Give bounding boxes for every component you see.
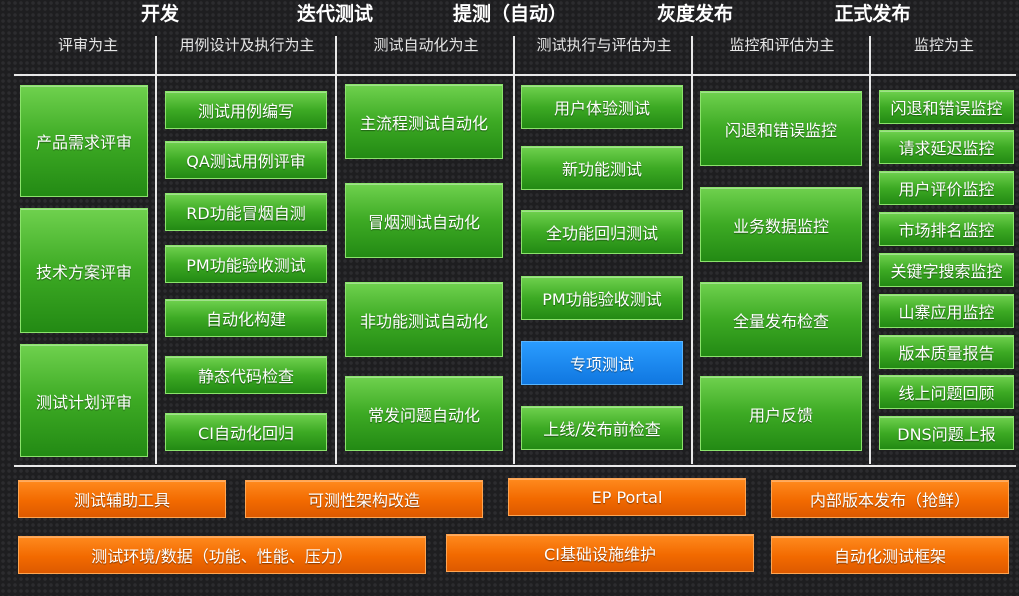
design-auto-build: 自动化构建 [165,299,327,337]
phase-official-release: 正式发布 [834,3,911,25]
focus-automation: 测试自动化为主 [373,36,479,54]
monitor-request-latency: 请求延迟监控 [879,130,1014,164]
eval-user-feedback: 用户反馈 [700,376,862,451]
review-test-plan: 测试计划评审 [20,344,148,457]
automation-non-functional: 非功能测试自动化 [345,282,503,357]
exec-special-test: 专项测试 [521,341,683,385]
infra-ci-maintenance: CI基础设施维护 [446,534,754,572]
design-static-code-check: 静态代码检查 [165,356,327,394]
monitor-version-quality-report: 版本质量报告 [879,335,1014,369]
monitor-crash-error: 闪退和错误监控 [879,90,1014,124]
column-divider [869,36,871,464]
design-test-case-writing: 测试用例编写 [165,91,327,129]
review-product-requirements: 产品需求评审 [20,85,148,197]
focus-eval: 监控和评估为主 [729,36,835,54]
infra-internal-release: 内部版本发布（抢鲜） [771,480,1009,518]
infra-automation-framework: 自动化测试框架 [771,536,1009,574]
monitor-user-rating: 用户评价监控 [879,171,1014,205]
monitor-dns-report: DNS问题上报 [879,416,1014,450]
phase-gray-release: 灰度发布 [656,3,733,25]
column-divider [691,36,693,464]
design-rd-smoke-selftest: RD功能冒烟自测 [165,193,327,231]
review-tech-plan: 技术方案评审 [20,208,148,333]
design-qa-case-review: QA测试用例评审 [165,141,327,179]
exec-full-regression: 全功能回归测试 [521,210,683,254]
infra-test-env-data: 测试环境/数据（功能、性能、压力） [18,536,426,574]
exec-ux-test: 用户体验测试 [521,85,683,129]
focus-review: 评审为主 [57,36,118,54]
eval-full-release-check: 全量发布检查 [700,282,862,357]
automation-smoke: 冒烟测试自动化 [345,183,503,258]
exec-pm-acceptance: PM功能验收测试 [521,276,683,320]
column-divider [335,36,337,464]
phase-submit-test: 提测（自动） [452,3,567,25]
infra-testability-refactor: 可测性架构改造 [245,480,483,518]
phase-iteration-test: 迭代测试 [296,3,373,25]
monitor-keyword-search: 关键字搜索监控 [879,253,1014,287]
automation-frequent-issues: 常发问题自动化 [345,376,503,451]
infra-ep-portal: EP Portal [508,478,746,516]
design-ci-regression: CI自动化回归 [165,413,327,451]
focus-design: 用例设计及执行为主 [179,36,315,54]
column-divider [513,36,515,464]
focus-monitor: 监控为主 [913,36,974,54]
exec-new-feature-test: 新功能测试 [521,146,683,190]
infra-test-tools: 测试辅助工具 [18,480,226,518]
eval-business-data-monitor: 业务数据监控 [700,187,862,262]
monitor-online-issue-review: 线上问题回顾 [879,375,1014,409]
infrastructure-divider [14,465,1016,467]
column-divider [155,36,157,464]
automation-main-flow: 主流程测试自动化 [345,84,503,159]
eval-crash-error-monitor: 闪退和错误监控 [700,91,862,166]
header-divider [14,74,1016,76]
monitor-market-ranking: 市场排名监控 [879,212,1014,246]
design-pm-acceptance: PM功能验收测试 [165,245,327,283]
exec-pre-release-check: 上线/发布前检查 [521,406,683,450]
focus-execution: 测试执行与评估为主 [536,36,672,54]
phase-dev: 开发 [140,3,179,25]
monitor-copycat-apps: 山寨应用监控 [879,294,1014,328]
